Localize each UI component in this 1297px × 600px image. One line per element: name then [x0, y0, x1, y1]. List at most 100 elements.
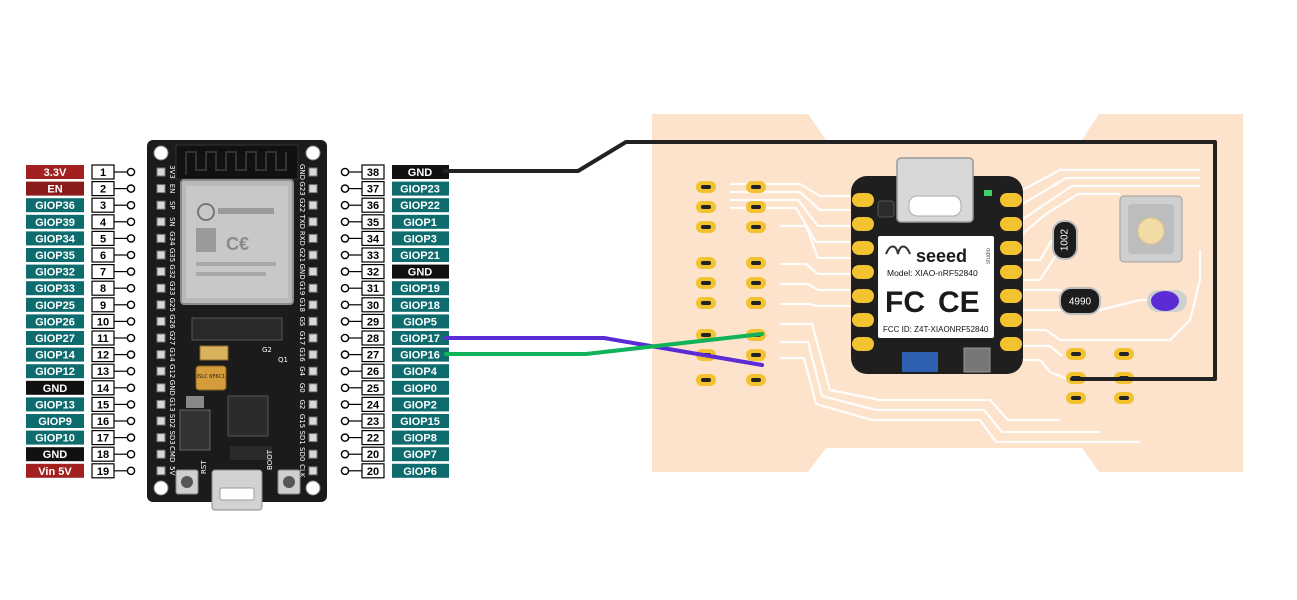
header-pad-hole: [701, 225, 711, 229]
xiao-pad: [1000, 193, 1022, 207]
header-pad-hole: [701, 378, 711, 382]
xiao-pad: [852, 193, 874, 207]
pin-dot: [340, 466, 350, 476]
pin-dot: [340, 283, 350, 293]
pin-label-tag: [392, 430, 449, 445]
header-pad-hole: [701, 333, 711, 337]
pin-label-tag: [392, 248, 449, 262]
silk-label: EN: [168, 184, 176, 194]
mount-hole: [305, 480, 321, 496]
pin-dot: [340, 366, 350, 376]
pin-label-tag: [26, 264, 84, 279]
pin-number: 35: [367, 217, 379, 229]
pin-label-text: GIOP6: [403, 466, 437, 478]
pin-label-tag: [26, 297, 84, 312]
xiao-module: seeed studio Model: XIAO-nRF52840 FC CE …: [851, 157, 1023, 374]
xiao-castellated-pads: [852, 193, 1022, 351]
header-pin: [308, 250, 318, 260]
resistor-1002-label: 1002: [1060, 228, 1071, 251]
header-pad-hole: [751, 353, 761, 357]
mount-hole: [153, 145, 169, 161]
pin-dot: [126, 217, 136, 227]
pin-label-text: GIOP39: [35, 217, 75, 229]
silk-label: G26: [168, 314, 176, 329]
silk-label: SP: [168, 201, 176, 210]
pin-label-tag: [26, 281, 84, 296]
esp32-components: ISLC 6F6C1 G2 Q1: [179, 317, 288, 460]
pin-label-text: GIOP18: [400, 300, 440, 312]
rst-label: RST: [200, 460, 208, 474]
xiao-antenna: [963, 347, 991, 373]
silk-label: G16: [298, 347, 306, 362]
pin-label-text: GIOP1: [403, 217, 437, 229]
pin-label-right: 35 GIOP1: [340, 214, 449, 230]
pin-number: 32: [367, 267, 379, 279]
pin-label-tag: [26, 331, 84, 345]
pin-label-text: GIOP16: [400, 350, 440, 362]
pin-dot: [340, 383, 350, 393]
usb-c-opening: [908, 195, 962, 217]
pin-label-tag: [26, 198, 84, 213]
pin-number: 14: [97, 383, 110, 395]
pin-dot: [126, 317, 136, 326]
pin-dot: [340, 250, 350, 260]
pin-label-tag: [26, 165, 84, 179]
pin-label-text: GIOP25: [35, 300, 75, 312]
header-pin: [156, 466, 166, 476]
pin-dot: [340, 449, 350, 459]
pin-label-text: 3.3V: [44, 167, 67, 179]
pin-label-tag: [26, 214, 84, 229]
pin-label-tag: [26, 447, 84, 462]
pin-dot: [340, 267, 350, 276]
pin-number-box: [361, 396, 385, 412]
silk-label: G22: [298, 198, 306, 212]
pin-label-text: GIOP3: [403, 233, 437, 245]
pin-label-text: EN: [47, 184, 62, 196]
led-purple: [1147, 290, 1187, 312]
header-pad-hole: [701, 301, 711, 305]
header-pin: [308, 200, 318, 210]
xiao-pad: [852, 313, 874, 327]
xiao-pad: [1000, 217, 1022, 231]
xiao-pad: [852, 241, 874, 255]
regulator-label: ISLC 6F6C1: [197, 374, 225, 380]
custom-pcb: seeed studio Model: XIAO-nRF52840 FC CE …: [652, 114, 1243, 472]
pin-dot: [340, 234, 350, 243]
pin-dot: [126, 400, 136, 409]
pin-label-tag: [26, 248, 84, 262]
pin-number-box: [361, 297, 385, 313]
pin-number-box: [361, 230, 385, 246]
pin-label-tag: [392, 231, 449, 246]
silk-label: GND: [298, 164, 306, 180]
pin-number-box: [361, 280, 385, 296]
pin-label-tag: [392, 198, 449, 213]
silk-label: SN: [168, 217, 176, 227]
silk-label: GND: [168, 380, 176, 396]
pin-number-box: [361, 347, 385, 363]
mount-hole: [153, 480, 169, 496]
xiao-pad: [1000, 289, 1022, 303]
pin-number: 6: [100, 250, 106, 262]
pin-label-text: GIOP27: [35, 333, 75, 345]
pin-number-box: [361, 330, 385, 346]
pin-number: 25: [367, 383, 379, 395]
silk-label: G25: [168, 298, 176, 312]
xiao-brand: seeed: [916, 246, 967, 266]
pin-number: 30: [367, 300, 379, 312]
pin-label-text: GND: [408, 167, 433, 179]
header-pin: [308, 267, 318, 277]
header-pin: [308, 217, 318, 227]
header-pin: [156, 300, 166, 310]
pin-dot: [340, 317, 350, 326]
